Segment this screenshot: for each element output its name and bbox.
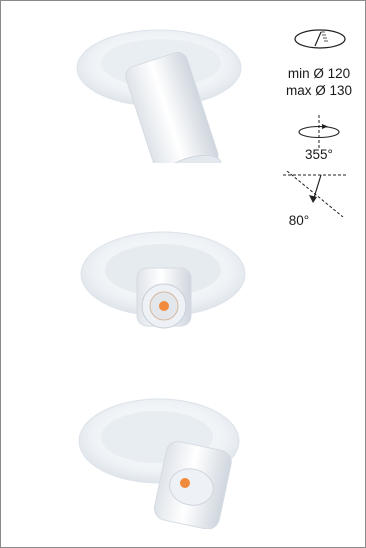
rotation-arrow-icon	[298, 115, 340, 149]
cutout-dimensions: min Ø 120 max Ø 130	[273, 65, 365, 99]
product-image-tilted	[76, 29, 242, 163]
ceiling-cutout-icon	[294, 29, 346, 49]
tilt-angle-icon	[283, 171, 347, 217]
product-image-front	[80, 231, 246, 329]
cutout-max: max Ø 130	[285, 83, 353, 98]
tilt-value: 80°	[288, 213, 310, 228]
cutout-min: min Ø 120	[287, 66, 351, 81]
rotation-value: 355°	[305, 147, 333, 162]
product-image-angled	[78, 398, 240, 529]
